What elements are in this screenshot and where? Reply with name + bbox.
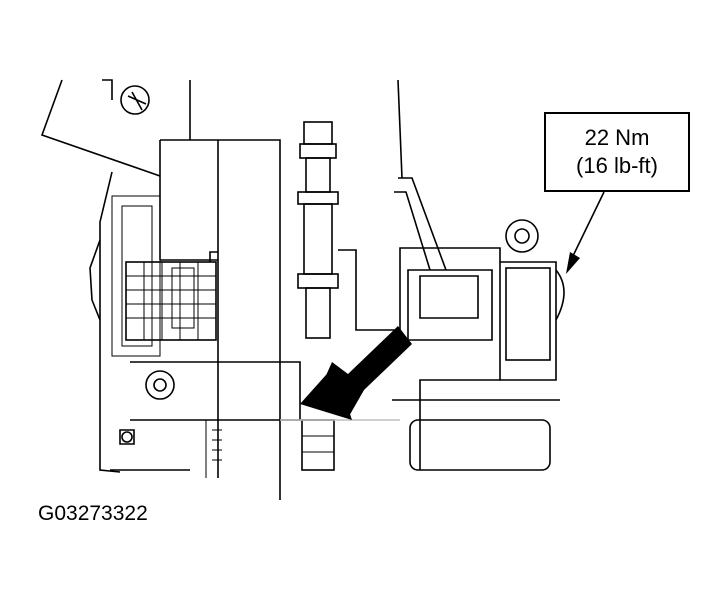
torque-callout: 22 Nm (16 lb-ft) xyxy=(544,112,690,192)
mounting-bolt-top xyxy=(120,85,150,115)
torque-imperial: (16 lb-ft) xyxy=(576,153,658,178)
outer-housing-outline xyxy=(40,79,161,473)
figure-id: G03273322 xyxy=(38,502,148,525)
cable-lever xyxy=(394,79,447,271)
torque-metric: 22 Nm xyxy=(584,125,650,150)
mounting-bolt-right xyxy=(505,219,539,253)
connector-block xyxy=(125,251,218,341)
lower-bracket xyxy=(110,361,301,478)
torque-leader xyxy=(566,191,605,274)
pointer-arrow xyxy=(300,326,412,420)
right-housing xyxy=(280,247,565,471)
threaded-fitting xyxy=(297,121,339,471)
